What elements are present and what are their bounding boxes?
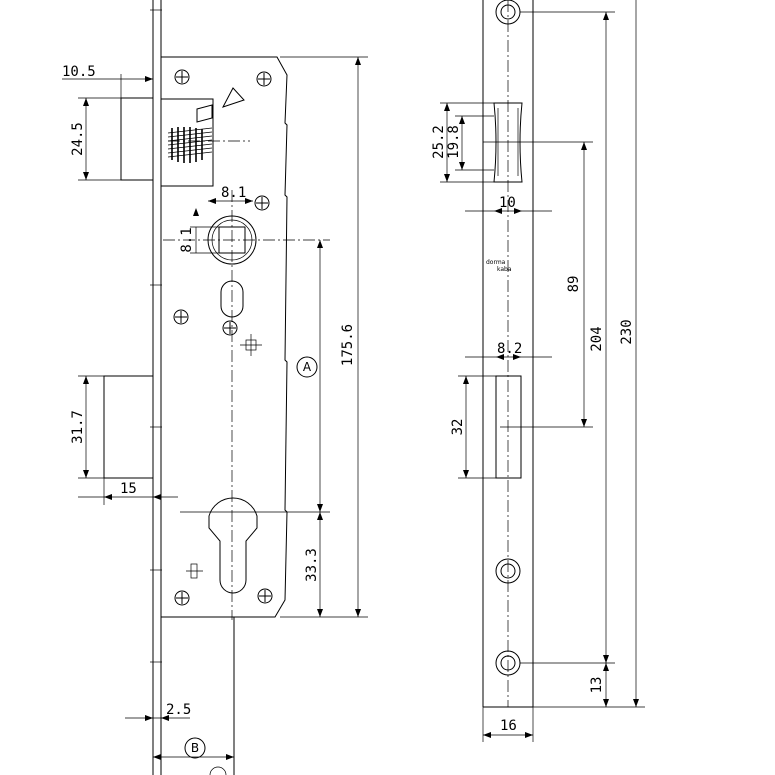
brand-line-2: kaba	[497, 266, 512, 273]
case-screw-lever	[222, 320, 238, 336]
dim-13: 13	[589, 677, 605, 694]
dim-31-7: 31.7	[70, 410, 86, 444]
dim-25-2: 25.2	[431, 125, 447, 159]
dim-2-5: 2.5	[166, 702, 191, 718]
lock-case-outline	[161, 56, 288, 618]
dim-230: 230	[619, 319, 635, 344]
dim-24-5: 24.5	[70, 122, 86, 156]
dim-16: 16	[500, 718, 517, 734]
case-screw-bottom-right	[257, 588, 273, 604]
cylinder-cutout	[208, 497, 258, 594]
case-screw-middle	[173, 309, 189, 325]
latch-profile	[493, 102, 523, 183]
dim-10-5: 10.5	[62, 64, 96, 80]
faceplate-view: dorma kaba 25.2 19.8 10 89 8.2	[431, 0, 645, 742]
tumbler-slot	[220, 280, 244, 318]
dim-33-3: 33.3	[304, 548, 320, 582]
dim-89: 89	[566, 276, 582, 293]
dim-8-1-horizontal: 8.1	[221, 185, 246, 201]
brand-line-1: dorma	[486, 259, 506, 266]
dim-8-1-vertical: 8.1	[179, 227, 195, 252]
latch-spring-coils	[171, 127, 203, 163]
case-screw-top-right	[256, 71, 272, 87]
dim-19-8: 19.8	[446, 125, 462, 159]
marker-b-label: B	[191, 741, 199, 755]
case-screw-follower	[254, 195, 270, 211]
latch-housing	[160, 98, 214, 187]
latch-bolt	[120, 97, 154, 181]
faceplate-screw-middle	[495, 558, 521, 584]
dim-32: 32	[450, 419, 466, 436]
dim-204: 204	[589, 326, 605, 351]
marker-a-circle	[296, 356, 318, 378]
marker-a-label: A	[303, 360, 312, 374]
lock-body-view: A B 10.5 24.5 8.1 8.1	[62, 0, 368, 775]
latch-triangle	[221, 87, 245, 108]
dim-10: 10	[499, 195, 516, 211]
deadbolt	[103, 375, 154, 479]
marker-b-circle	[184, 737, 206, 759]
dim-175-6: 175.6	[340, 324, 356, 366]
dim-15: 15	[120, 481, 137, 497]
latch-tab	[196, 104, 213, 123]
case-screw-top-left	[174, 69, 190, 85]
case-screw-bottom-left	[174, 590, 190, 606]
dim-8-2: 8.2	[497, 341, 522, 357]
